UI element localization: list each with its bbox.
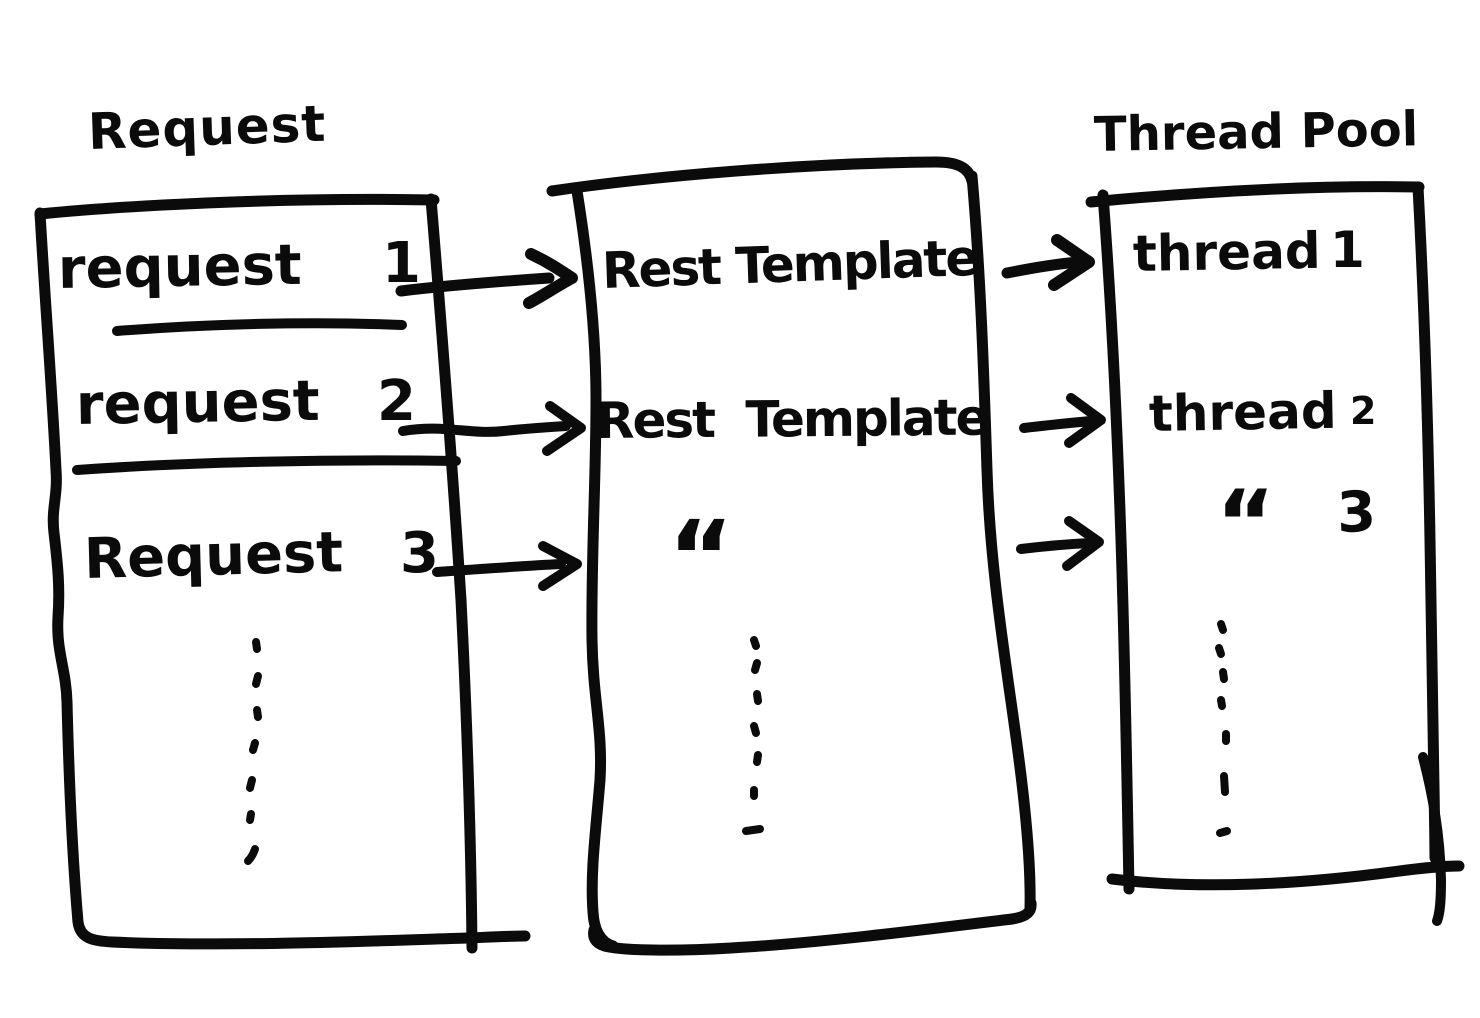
arrow-line xyxy=(1019,416,1096,433)
thread-row-1-label: thread xyxy=(1132,221,1322,283)
request-queue-title: Request xyxy=(86,94,328,161)
thread-pool-box-bottom xyxy=(1106,860,1465,891)
rest-template-row-2-label: Rest Template xyxy=(595,388,988,450)
arrow-line xyxy=(432,559,566,577)
arrow-head xyxy=(1048,234,1095,291)
thread-pool-box xyxy=(1085,181,1465,926)
arrow-request1-to-resttemplate xyxy=(395,248,578,309)
arrow-line xyxy=(395,272,555,297)
row-divider-2 xyxy=(72,455,461,475)
arrow-line xyxy=(1001,256,1084,279)
arrow-request3-to-resttemplate xyxy=(432,541,582,591)
request-queue-box xyxy=(34,193,531,954)
request-row-1-label: request xyxy=(57,232,303,302)
request-queue-box-right xyxy=(425,193,478,954)
rest-template-ellipsis-dots xyxy=(742,636,764,835)
request-ellipsis-dots xyxy=(244,638,262,865)
rest-template-box-bottom xyxy=(588,897,1037,956)
request-queue-box-left-bottom xyxy=(34,207,531,950)
request-row-2-label: request xyxy=(75,368,321,438)
thread-pool-box-right xyxy=(1412,181,1441,864)
arrow-resttemplate3-to-thread3 xyxy=(1016,516,1104,571)
request-row-1-number: 1 xyxy=(382,231,421,296)
rest-template-box-top xyxy=(546,156,978,197)
rest-template-box-left xyxy=(571,185,619,952)
arrow-head xyxy=(523,248,578,309)
thread-pool-box-top xyxy=(1085,181,1425,208)
arrow-line xyxy=(398,421,571,437)
thread-pool-title: Thread Pool xyxy=(1093,101,1419,163)
arrow-head xyxy=(1064,393,1106,448)
request-row-3-number: 3 xyxy=(400,521,439,586)
thread-pool-ellipsis-dots xyxy=(1215,620,1231,837)
arrow-request2-to-resttemplate xyxy=(398,401,586,456)
arrow-resttemplate1-to-thread1 xyxy=(1001,234,1095,291)
thread-row-3-number: 3 xyxy=(1335,479,1378,546)
arrow-head xyxy=(1062,516,1104,571)
thread-row-1-number: 1 xyxy=(1330,221,1365,279)
arrow-resttemplate2-to-thread2 xyxy=(1019,393,1106,448)
arrow-head xyxy=(538,541,582,591)
thread-row-3-ditto-mark: “ xyxy=(1216,471,1276,576)
rest-template-row-3-ditto-mark: “ xyxy=(668,499,734,616)
rest-template-box xyxy=(546,156,1037,956)
request-row-2-number: 2 xyxy=(377,369,416,434)
arrow-line xyxy=(1016,538,1095,554)
thread-row-2-label: thread xyxy=(1148,381,1338,443)
thread-pool-box-left xyxy=(1097,189,1135,895)
rest-template-box-right xyxy=(966,170,1036,914)
thread-row-2-number: 2 xyxy=(1350,389,1377,433)
request-row-3-label: Request xyxy=(83,520,344,592)
arrow-head xyxy=(542,401,586,456)
row-divider-1 xyxy=(112,318,407,336)
request-queue-box-top xyxy=(34,193,440,220)
